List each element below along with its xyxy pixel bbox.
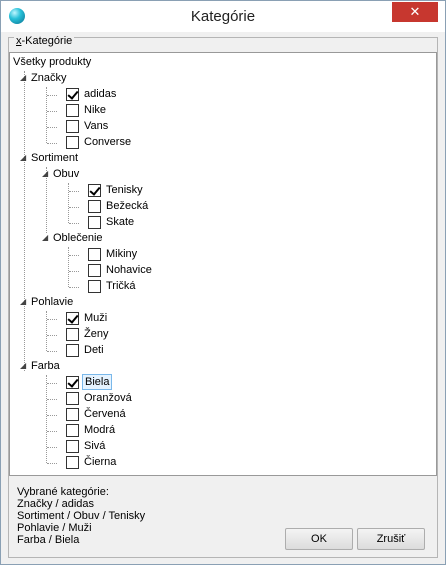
summary-line: Farba / Biela — [17, 534, 80, 546]
collapse-triangle-icon[interactable]: ◢ — [20, 73, 27, 82]
tree-item-mikiny[interactable]: Mikiny — [75, 246, 275, 262]
tree-item-deti[interactable]: Deti — [53, 342, 253, 358]
tree-item-tenisky[interactable]: Tenisky — [75, 182, 275, 198]
tree-item-nike[interactable]: Nike — [53, 102, 253, 118]
summary-line: Sortiment / Obuv / Tenisky — [17, 510, 146, 522]
collapse-triangle-icon[interactable]: ◢ — [20, 153, 27, 162]
tree-item-tricka[interactable]: Tričká — [75, 278, 275, 294]
checkbox[interactable] — [66, 392, 79, 405]
checkbox-checked[interactable] — [66, 376, 79, 389]
tree-item-bezecka[interactable]: Bežecká — [75, 198, 275, 214]
checkbox[interactable] — [66, 120, 79, 133]
tree-node-obuv[interactable]: Obuv — [53, 168, 80, 180]
tree-item-zeny[interactable]: Ženy — [53, 326, 253, 342]
summary-line: Pohlavie / Muži — [17, 522, 92, 534]
checkbox[interactable] — [66, 104, 79, 117]
summary-heading: Vybrané kategórie: — [17, 486, 109, 498]
tree-line — [24, 71, 25, 371]
cancel-button[interactable]: Zrušiť — [357, 528, 425, 550]
collapse-triangle-icon[interactable]: ◢ — [20, 361, 27, 370]
checkbox[interactable] — [66, 408, 79, 421]
tree-item-siva[interactable]: Sivá — [53, 438, 253, 454]
checkbox[interactable] — [66, 328, 79, 341]
kategorie-group-box — [8, 37, 438, 558]
checkbox[interactable] — [66, 456, 79, 469]
summary-line: Značky / adidas — [17, 498, 95, 510]
tree-node-pohlavie[interactable]: Pohlavie — [31, 296, 74, 308]
tree-item-modra[interactable]: Modrá — [53, 422, 253, 438]
tree-item-muzi[interactable]: Muži — [53, 310, 253, 326]
checkbox[interactable] — [66, 136, 79, 149]
tree-item-oranzova[interactable]: Oranžová — [53, 390, 253, 406]
checkbox[interactable] — [88, 200, 101, 213]
tree-item-nohavice[interactable]: Nohavice — [75, 262, 275, 278]
checkbox[interactable] — [66, 344, 79, 357]
window-title: Kategórie — [190, 8, 256, 25]
tree-item-skate[interactable]: Skate — [75, 214, 275, 230]
category-tree[interactable]: Všetky produkty ◢ Značky adidas Nike Van… — [9, 52, 437, 476]
checkbox-checked[interactable] — [88, 184, 101, 197]
tree-item-converse[interactable]: Converse — [53, 134, 253, 150]
tree-node-farba[interactable]: Farba — [31, 360, 60, 372]
collapse-triangle-icon[interactable]: ◢ — [20, 297, 27, 306]
checkbox-checked[interactable] — [66, 88, 79, 101]
tree-node-sortiment[interactable]: Sortiment — [31, 152, 79, 164]
title-bar[interactable]: Kategórie ✕ — [1, 1, 445, 32]
tree-root[interactable]: Všetky produkty — [13, 56, 92, 68]
checkbox[interactable] — [88, 248, 101, 261]
app-sphere-icon — [9, 8, 25, 24]
checkbox[interactable] — [66, 440, 79, 453]
kategorie-group-label: x-Kategórie — [14, 35, 75, 47]
checkbox[interactable] — [88, 264, 101, 277]
tree-item-adidas[interactable]: adidas — [53, 86, 253, 102]
tree-item-biela[interactable]: Biela — [53, 374, 253, 390]
tree-node-znacky[interactable]: Značky — [31, 72, 67, 84]
collapse-triangle-icon[interactable]: ◢ — [42, 169, 49, 178]
tree-line — [46, 87, 47, 143]
collapse-triangle-icon[interactable]: ◢ — [42, 233, 49, 242]
checkbox-checked[interactable] — [66, 312, 79, 325]
tree-item-cervena[interactable]: Červená — [53, 406, 253, 422]
selected-categories-summary: Vybrané kategórie: Značky / adidas Sorti… — [17, 486, 145, 546]
ok-button[interactable]: OK — [285, 528, 353, 550]
checkbox[interactable] — [88, 280, 101, 293]
tree-node-oblecenie[interactable]: Oblečenie — [53, 232, 103, 244]
close-button[interactable]: ✕ — [392, 2, 438, 22]
tree-item-cierna[interactable]: Čierna — [53, 454, 253, 470]
checkbox[interactable] — [66, 424, 79, 437]
checkbox[interactable] — [88, 216, 101, 229]
tree-item-vans[interactable]: Vans — [53, 118, 253, 134]
